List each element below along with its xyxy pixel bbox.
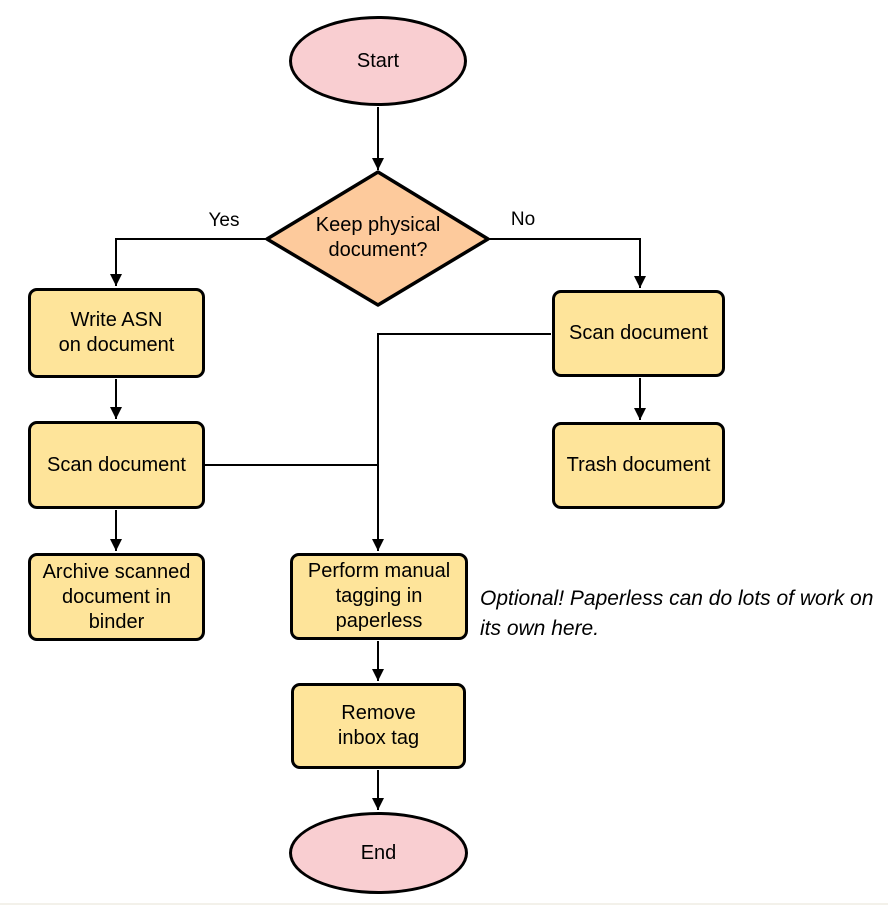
edge-decision-yes-to-write-asn xyxy=(110,238,267,286)
edge-label-yes: Yes xyxy=(208,210,240,231)
start-node: Start xyxy=(289,16,467,106)
decision-node-label: Keep physical document? xyxy=(315,214,441,261)
bottom-divider-line xyxy=(0,903,888,905)
process-trash-document-node: Trash document xyxy=(552,422,725,509)
process-scan-document-left-node: Scan document xyxy=(28,421,205,509)
process-remove-inbox-tag-node: Remove inbox tag xyxy=(291,683,466,769)
edge-decision-no-to-scan-right xyxy=(488,238,646,288)
process-manual-tagging-node: Perform manual tagging in paperless xyxy=(290,553,468,640)
process-archive-node: Archive scanned document in binder xyxy=(28,553,205,641)
edge-scan-right-to-tagging xyxy=(372,333,551,551)
optional-note-text: Optional! Paperless can do lots of work … xyxy=(480,587,874,640)
edge-label-no: No xyxy=(510,209,536,230)
decision-diamond-shape xyxy=(265,170,490,307)
end-node: End xyxy=(289,812,468,894)
process-scan-document-right-node: Scan document xyxy=(552,290,725,377)
process-write-asn-node: Write ASN on document xyxy=(28,288,205,378)
